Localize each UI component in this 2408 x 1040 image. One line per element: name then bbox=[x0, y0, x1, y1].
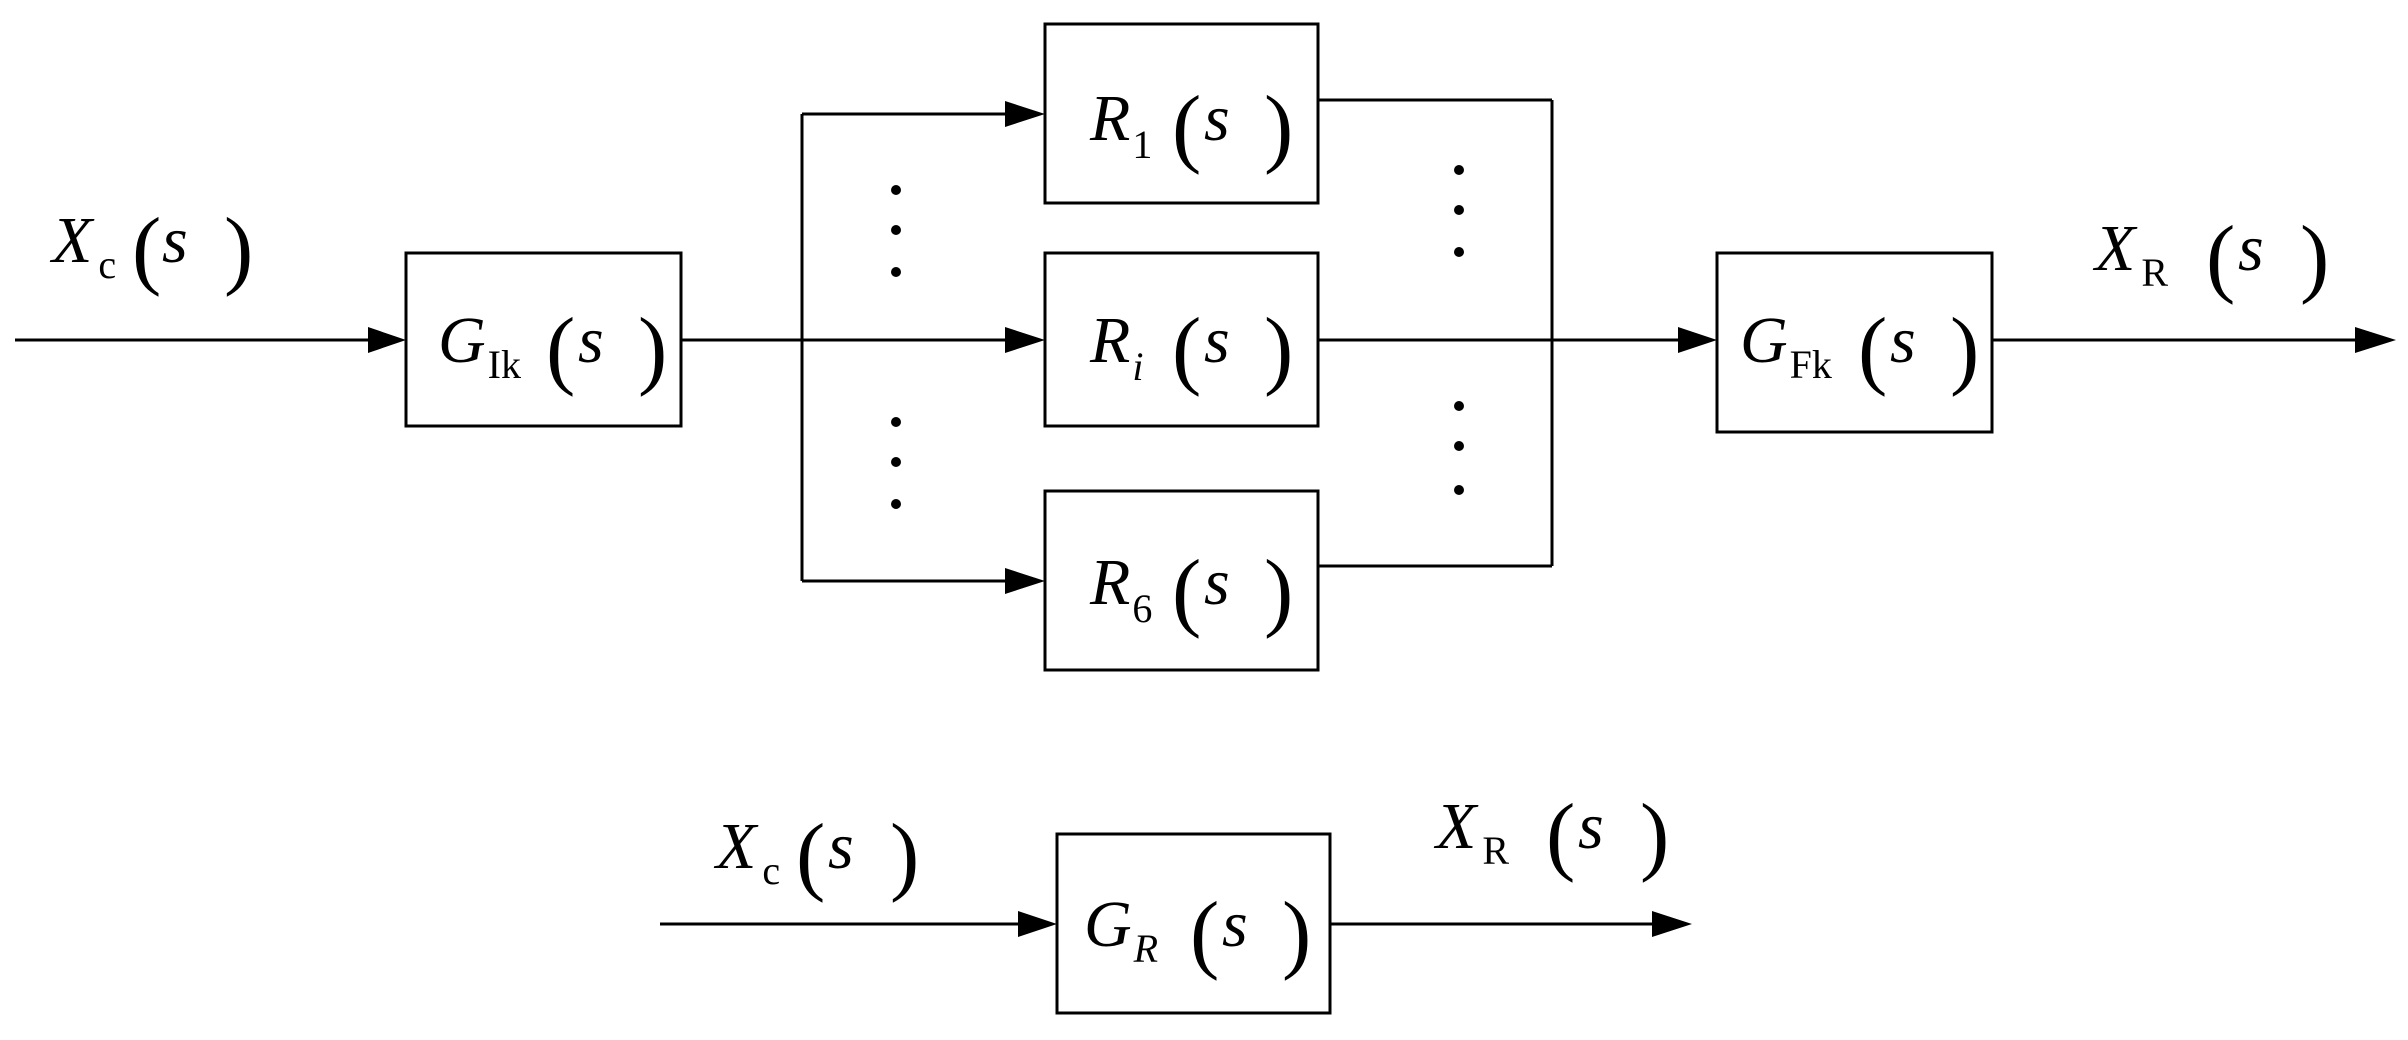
arrowhead-output bbox=[2355, 327, 2396, 353]
svg-text:): ) bbox=[1264, 301, 1293, 398]
svg-text:s: s bbox=[1222, 888, 1248, 961]
svg-text:): ) bbox=[2300, 209, 2329, 306]
block-g-r: GR ( s ) bbox=[1055, 832, 1332, 1015]
svg-text:): ) bbox=[638, 301, 667, 398]
arrowhead-equivalent-output bbox=[1652, 911, 1692, 937]
svg-text:GR: GR bbox=[1084, 888, 1158, 971]
svg-text:s: s bbox=[2238, 212, 2264, 285]
svg-text:s: s bbox=[1204, 304, 1230, 377]
block-r1: R1 ( s ) bbox=[1043, 22, 1320, 205]
arrowhead-into-ri bbox=[1005, 327, 1045, 353]
block-ri: Ri ( s ) bbox=[1043, 251, 1320, 428]
svg-text:(: ( bbox=[1858, 301, 1887, 398]
ellipsis-dots-input-lower bbox=[891, 417, 901, 509]
svg-text:): ) bbox=[1282, 885, 1311, 982]
svg-text:): ) bbox=[1950, 301, 1979, 398]
svg-text:R6: R6 bbox=[1089, 546, 1152, 631]
svg-text:s: s bbox=[1204, 546, 1230, 619]
svg-text:(: ( bbox=[132, 201, 161, 298]
svg-text:Ri: Ri bbox=[1089, 304, 1143, 389]
svg-text:s: s bbox=[1204, 82, 1230, 155]
block-g-fk: GFk ( s ) bbox=[1715, 251, 1994, 434]
svg-text:): ) bbox=[1264, 79, 1293, 176]
svg-text:): ) bbox=[224, 201, 253, 298]
arrowhead-into-r1 bbox=[1005, 101, 1045, 127]
svg-text:GFk: GFk bbox=[1740, 304, 1832, 387]
ellipsis-dots-input-upper bbox=[891, 185, 901, 277]
svg-text:(: ( bbox=[1172, 79, 1201, 176]
svg-text:s: s bbox=[578, 304, 604, 377]
ellipsis-dots-output-upper bbox=[1454, 165, 1464, 257]
svg-text:(: ( bbox=[796, 807, 825, 904]
svg-text:(: ( bbox=[1190, 885, 1219, 982]
svg-text:(: ( bbox=[546, 301, 575, 398]
svg-text:(: ( bbox=[1172, 301, 1201, 398]
svg-text:s: s bbox=[828, 810, 854, 883]
arrowhead-into-r6 bbox=[1005, 568, 1045, 594]
svg-text:): ) bbox=[1264, 543, 1293, 640]
svg-text:(: ( bbox=[1172, 543, 1201, 640]
svg-text:s: s bbox=[1578, 790, 1604, 863]
arrowhead-into-g-r bbox=[1018, 911, 1057, 937]
arrowhead-into-g-ik bbox=[368, 327, 406, 353]
svg-text:Xc: Xc bbox=[49, 204, 116, 287]
svg-text:XR: XR bbox=[2092, 212, 2168, 295]
svg-text:Xc: Xc bbox=[713, 810, 780, 893]
arrowhead-into-g-fk bbox=[1678, 327, 1717, 353]
svg-text:s: s bbox=[162, 204, 188, 277]
svg-text:s: s bbox=[1890, 304, 1916, 377]
svg-text:R1: R1 bbox=[1089, 82, 1152, 167]
svg-text:(: ( bbox=[1546, 787, 1575, 884]
svg-text:): ) bbox=[1640, 787, 1669, 884]
svg-text:(: ( bbox=[2206, 209, 2235, 306]
block-r6: R6 ( s ) bbox=[1043, 489, 1320, 672]
svg-text:XR: XR bbox=[1433, 790, 1509, 873]
svg-text:): ) bbox=[890, 807, 919, 904]
ellipsis-dots-output-lower bbox=[1454, 401, 1464, 495]
block-g-ik: GIk ( s ) bbox=[404, 251, 683, 428]
svg-text:GIk: GIk bbox=[438, 304, 521, 387]
